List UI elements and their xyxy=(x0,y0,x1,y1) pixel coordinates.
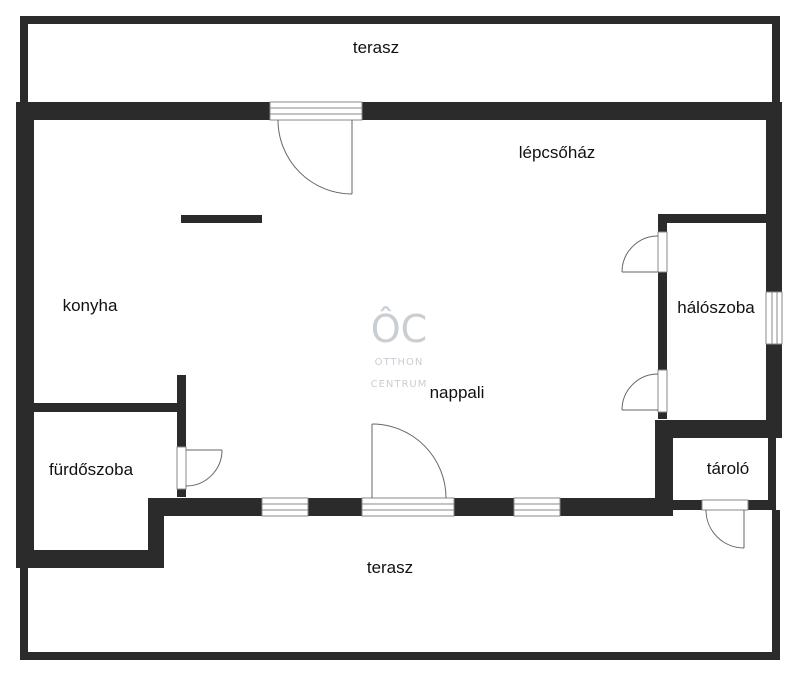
door-opening-storage xyxy=(701,499,749,511)
openings xyxy=(176,101,783,517)
door-bathroom xyxy=(185,449,223,487)
wall-storage-left xyxy=(655,420,673,516)
door-bedroom-top xyxy=(621,235,659,273)
wall-right-lower xyxy=(766,344,782,424)
label-konyha: konyha xyxy=(63,296,118,315)
logo-mark: ÔC xyxy=(371,307,427,351)
window-bottom-right xyxy=(513,497,561,517)
kitchen-counter xyxy=(181,215,262,223)
door-storage xyxy=(705,509,745,549)
wall-left xyxy=(16,102,34,568)
window-glazing xyxy=(262,107,778,511)
door-opening-bedroom-bottom xyxy=(657,369,668,413)
wall-storage-top xyxy=(655,420,782,438)
door-bedroom-bottom xyxy=(621,373,659,411)
room-labels: terasz lépcsőház konyha hálószoba nappal… xyxy=(49,38,755,577)
window-bottom-left xyxy=(261,497,309,517)
wall-right-upper xyxy=(766,102,782,292)
wall-storage-right xyxy=(768,430,776,510)
label-terasz-bottom: terasz xyxy=(367,558,413,577)
top-terrace-outline xyxy=(20,16,780,104)
label-terasz-top: terasz xyxy=(353,38,399,57)
door-swings xyxy=(185,119,745,549)
label-lepcsohaz: lépcsőház xyxy=(519,143,596,162)
door-opening-bedroom-top xyxy=(657,231,668,273)
door-opening-bath xyxy=(176,446,187,490)
wall-bath-top xyxy=(30,403,186,412)
window-top xyxy=(269,101,363,121)
wall-top xyxy=(16,102,782,120)
logo-line-2: CENTRUM xyxy=(371,379,428,390)
wall-bath-right xyxy=(177,375,186,497)
otthon-centrum-logo: ÔC OTTHON CENTRUM xyxy=(371,307,428,390)
label-haloszoba: hálószoba xyxy=(677,298,755,317)
label-furdoszoba: fürdőszoba xyxy=(49,460,134,479)
window-bedroom xyxy=(765,291,783,345)
door-entry-top xyxy=(277,119,353,195)
door-living-bottom xyxy=(371,423,447,499)
wall-bedroom-top xyxy=(658,214,768,223)
label-tarolo: tároló xyxy=(707,459,750,478)
wall-bath-bottom xyxy=(16,550,164,568)
door-opening-bottom xyxy=(361,497,455,517)
wall-storage-bottom-right xyxy=(748,500,770,510)
wall-bedroom-left xyxy=(658,214,667,419)
logo-line-1: OTTHON xyxy=(375,357,424,368)
wall-storage-bottom-left xyxy=(672,500,702,510)
label-nappali: nappali xyxy=(430,383,485,402)
bottom-terrace-outline xyxy=(20,510,780,660)
terrace-outline xyxy=(20,16,780,660)
